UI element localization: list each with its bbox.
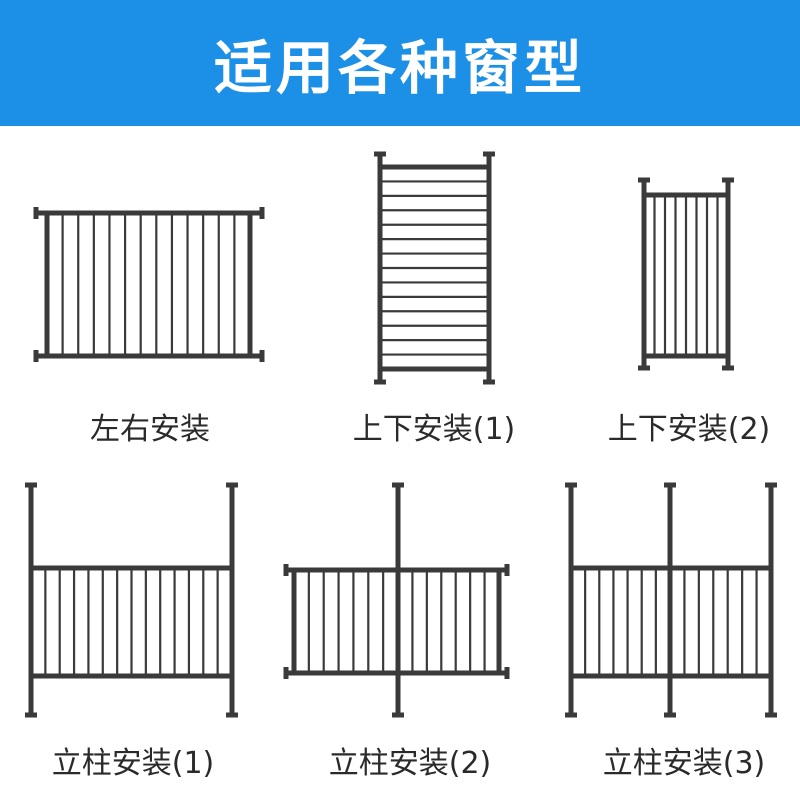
end-cap bbox=[664, 482, 676, 488]
end-cap bbox=[565, 712, 577, 718]
label-post-install-3: 立柱安装(3) bbox=[602, 746, 766, 781]
end-cap bbox=[565, 482, 577, 488]
label-post-install-1: 立柱安装(1) bbox=[51, 746, 215, 781]
label-left-right-install: 左右安装 bbox=[90, 412, 210, 447]
window-diagram-post-1 bbox=[25, 482, 238, 718]
page-title: 适用各种窗型 bbox=[213, 34, 586, 102]
end-cap bbox=[33, 207, 39, 219]
label-top-bottom-install-1: 上下安装(1) bbox=[352, 412, 516, 447]
end-cap bbox=[259, 350, 265, 362]
label-post-install-2: 立柱安装(2) bbox=[328, 746, 492, 781]
end-cap bbox=[259, 207, 265, 219]
end-cap bbox=[226, 712, 238, 718]
header-banner: 适用各种窗型 bbox=[0, 0, 800, 126]
label-top-bottom-install-2: 上下安装(2) bbox=[607, 412, 771, 447]
window-diagram-post-3 bbox=[565, 482, 777, 718]
window-diagram-top-bottom-1 bbox=[374, 151, 495, 385]
end-cap bbox=[392, 712, 404, 718]
end-cap bbox=[283, 667, 289, 679]
end-cap bbox=[722, 365, 734, 371]
end-cap bbox=[664, 712, 676, 718]
end-cap bbox=[374, 151, 386, 157]
end-cap bbox=[722, 177, 734, 183]
end-cap bbox=[283, 564, 289, 576]
end-cap bbox=[374, 379, 386, 385]
end-cap bbox=[765, 712, 777, 718]
end-cap bbox=[638, 365, 650, 371]
end-cap bbox=[483, 379, 495, 385]
end-cap bbox=[765, 482, 777, 488]
window-diagram-top-bottom-2 bbox=[638, 177, 734, 371]
end-cap bbox=[392, 482, 404, 488]
end-cap bbox=[638, 177, 650, 183]
window-diagram-post-2 bbox=[283, 482, 510, 718]
end-cap bbox=[25, 482, 37, 488]
end-cap bbox=[33, 350, 39, 362]
end-cap bbox=[504, 564, 510, 576]
end-cap bbox=[504, 667, 510, 679]
end-cap bbox=[483, 151, 495, 157]
window-diagram-left-right bbox=[33, 207, 265, 362]
end-cap bbox=[226, 482, 238, 488]
end-cap bbox=[25, 712, 37, 718]
